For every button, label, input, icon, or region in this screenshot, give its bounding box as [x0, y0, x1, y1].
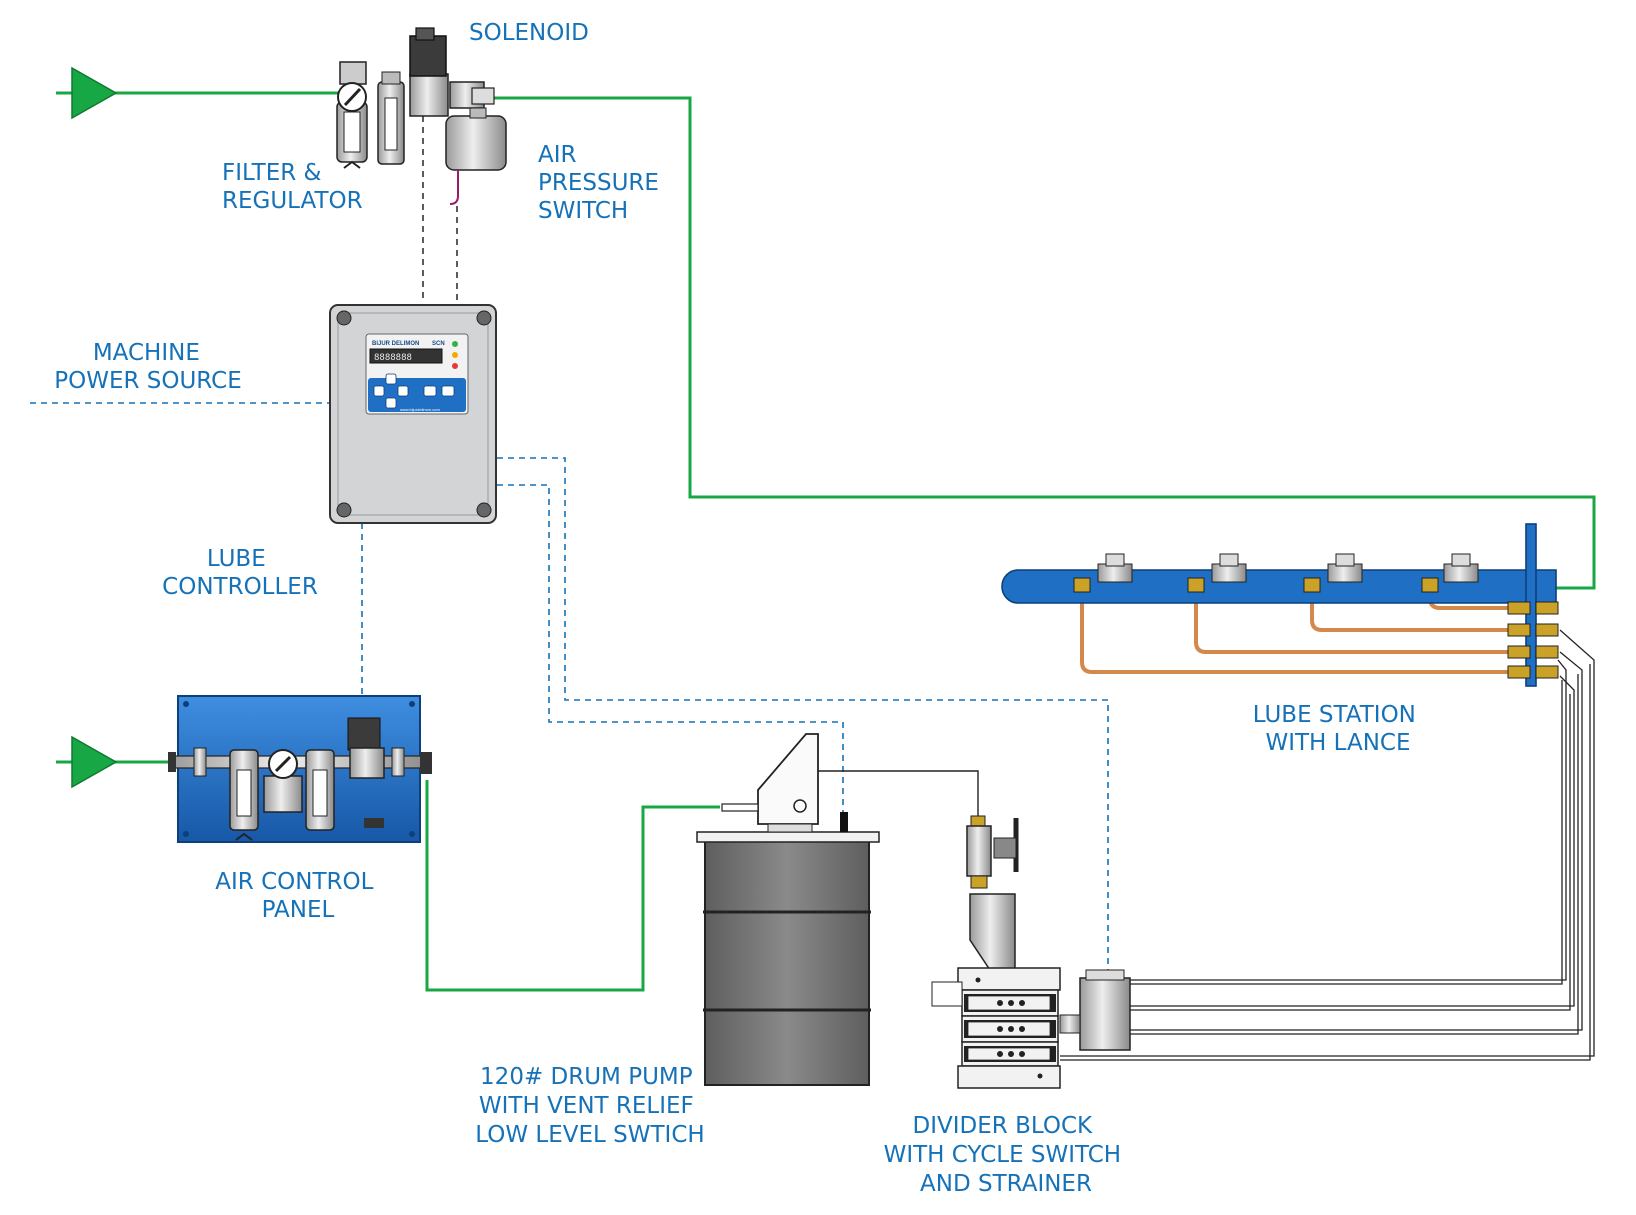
air-line-panel-to-pump — [425, 780, 720, 992]
strainer-fitting — [970, 815, 986, 827]
divider-inlet-block — [969, 893, 1016, 971]
pump-air-inlet — [721, 803, 759, 812]
label-solenoid: SOLENOID — [469, 20, 589, 46]
label-lube-station-line2: WITH LANCE — [1265, 730, 1410, 756]
status-led-green — [452, 341, 458, 347]
label-lube-controller-line2: CONTROLLER — [162, 574, 318, 600]
status-led-red — [452, 363, 458, 369]
label-lube-station: LUBE STATION WITH LANCE — [1253, 702, 1423, 756]
keypad-up-button[interactable] — [385, 373, 397, 385]
controller-url: www.bijurdelimon.com — [400, 407, 440, 412]
lance-valves — [1097, 553, 1479, 583]
label-air-control-panel-line1: AIR CONTROL — [215, 869, 373, 895]
divider-side-bar — [931, 981, 963, 1007]
label-divider-block: DIVIDER BLOCK WITH CYCLE SWITCH AND STRA… — [884, 1113, 1129, 1197]
panel-nameplate — [364, 818, 384, 828]
label-divider-block-line1: DIVIDER BLOCK — [913, 1113, 1093, 1139]
label-air-pressure-switch-line2: PRESSURE — [538, 170, 659, 196]
enclosure-screw-icons — [336, 310, 492, 518]
regulator-cap — [339, 61, 367, 85]
label-filter-regulator: FILTER & REGULATOR — [222, 160, 363, 214]
pressure-switch-cable — [449, 170, 459, 205]
status-led-yellow — [452, 352, 458, 358]
wire-controller-to-cycle-switch — [497, 457, 1109, 970]
controller-readout: 8888888 — [374, 353, 412, 363]
lance-brass-fittings — [1073, 577, 1559, 679]
keypad-left-button[interactable] — [373, 385, 385, 397]
label-filter-regulator-line1: FILTER & — [222, 160, 322, 186]
air-pressure-switch-body — [445, 115, 507, 171]
label-filter-regulator-line2: REGULATOR — [222, 188, 363, 214]
solenoid-coil — [409, 35, 447, 77]
label-lube-controller-line1: LUBE — [207, 546, 266, 572]
label-drum-pump-line3: LOW LEVEL SWTICH — [475, 1122, 704, 1148]
panel-air-manifold — [169, 755, 431, 769]
low-level-switch — [840, 812, 848, 832]
label-machine-power-source: MACHINE POWER SOURCE — [54, 340, 242, 394]
keypad-enter-button[interactable] — [441, 385, 455, 397]
pump-motor-housing — [757, 733, 819, 825]
label-lube-station-line1: LUBE STATION — [1253, 702, 1416, 728]
drum-body — [704, 839, 870, 1086]
panel-solenoid-coil — [347, 717, 381, 751]
electrical-lines — [30, 116, 1109, 970]
pump-outlet-line — [818, 770, 979, 818]
divider-base-plate — [957, 1065, 1061, 1089]
keypad-back-button[interactable] — [423, 385, 437, 397]
air-inlet-arrow-top — [71, 66, 118, 120]
solenoid-valve-body — [409, 73, 449, 117]
label-air-control-panel-line2: PANEL — [262, 897, 335, 923]
keypad-down-button[interactable] — [385, 397, 397, 409]
controller-display — [369, 348, 443, 364]
drum-cover — [696, 831, 880, 843]
label-drum-pump-line1: 120# DRUM PUMP — [480, 1064, 693, 1090]
air-line-solenoid-to-lube-station — [490, 96, 1596, 590]
air-inlet-arrow-panel — [71, 735, 118, 789]
labels: SOLENOID FILTER & REGULATOR AIR PRESSURE… — [54, 20, 1423, 1197]
label-divider-block-line3: AND STRAINER — [920, 1171, 1092, 1197]
label-lube-controller: LUBE CONTROLLER — [162, 546, 318, 600]
panel-regulator — [263, 775, 303, 813]
label-drum-pump: 120# DRUM PUMP WITH VENT RELIEF LOW LEVE… — [475, 1064, 704, 1148]
drum-pump — [696, 733, 979, 1086]
lube-controller: BIJUR DELIMON SCN 8888888 www.bijurdelim… — [329, 304, 497, 524]
keypad-right-button[interactable] — [397, 385, 409, 397]
filter-regulator-assembly — [336, 27, 507, 205]
wire-controller-to-pump — [497, 484, 844, 812]
cycle-switch-body — [1079, 977, 1131, 1051]
lance-pipe — [1001, 569, 1557, 604]
controller-model: SCN — [432, 341, 445, 347]
label-air-pressure-switch-line3: SWITCH — [538, 198, 628, 224]
keypad-buttons — [373, 373, 455, 409]
label-drum-pump-line2: WITH VENT RELIEF — [479, 1093, 694, 1119]
strainer-body — [966, 825, 992, 877]
lube-station — [1001, 523, 1559, 687]
label-air-pressure-switch: AIR PRESSURE SWITCH — [538, 142, 666, 224]
pump-base — [767, 823, 813, 833]
feed-lines — [1060, 629, 1595, 1061]
controller-brand: BIJUR DELIMON — [372, 341, 419, 347]
divider-top-plate — [957, 967, 1061, 991]
label-divider-block-line2: WITH CYCLE SWITCH — [884, 1142, 1122, 1168]
label-machine-power-source-line1: MACHINE — [93, 340, 200, 366]
label-air-pressure-switch-line1: AIR — [538, 142, 577, 168]
label-air-control-panel: AIR CONTROL PANEL — [215, 869, 380, 923]
divider-block-assembly — [931, 815, 1131, 1089]
label-machine-power-source-line2: POWER SOURCE — [54, 368, 242, 394]
air-control-panel — [168, 695, 432, 843]
